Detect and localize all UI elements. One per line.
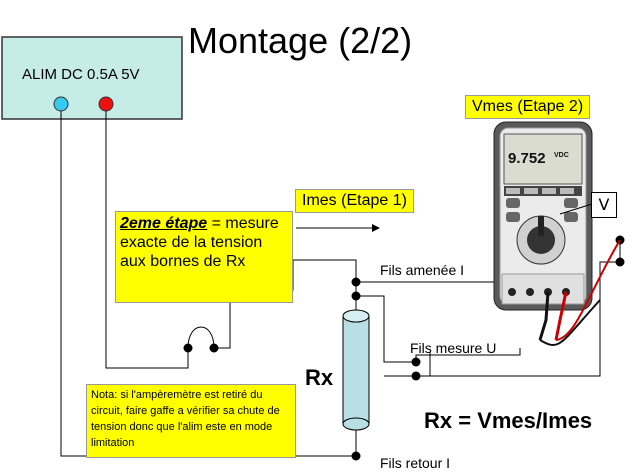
step2-title: 2eme étape (120, 215, 208, 232)
meter-label: Vmes (Etape 2) (465, 95, 591, 119)
dc-voltage-symbol-icon: V (591, 192, 617, 218)
wire-label-return: Fils retour I (380, 455, 451, 471)
junction-dots (183, 235, 625, 461)
resistor-label: Rx (305, 365, 334, 390)
psu-terminal-positive (98, 96, 114, 112)
formula: Rx = Vmes/Imes (424, 408, 593, 433)
psu-terminal-negative (53, 96, 69, 112)
wire-label-measure: Fils mesure U (410, 340, 497, 356)
resistor-rx (342, 309, 370, 431)
meter-unit: VDC (554, 152, 569, 159)
note-callout: Nota: si l'ampèremètre est retiré du cir… (86, 384, 296, 458)
step2-callout: 2eme étape = mesure exacte de la tension… (115, 211, 293, 303)
power-supply-label: ALIM DC 0.5A 5V (22, 66, 140, 83)
wire-label-feed: Fils amenée I (380, 262, 465, 278)
multimeter (493, 121, 621, 346)
current-arrow (296, 224, 380, 232)
ammeter-label: Imes (Etape 1) (295, 189, 414, 213)
page-title: Montage (2/2) (188, 20, 413, 61)
step2-text: = mesure exacte de la tension aux bornes… (120, 215, 279, 270)
power-supply-box (1, 36, 183, 120)
meter-reading: 9.752 (508, 150, 546, 167)
